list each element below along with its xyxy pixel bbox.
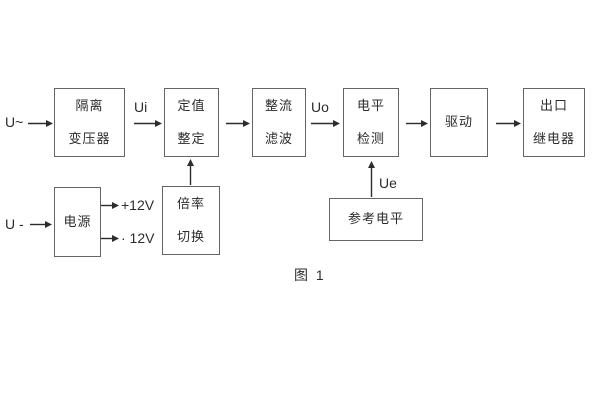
block-label: 隔离: [75, 97, 104, 113]
block-driver: 驱动: [430, 88, 488, 157]
arrow-plus12v: [101, 202, 119, 209]
block-value-setting: 定值 整定: [164, 88, 219, 157]
label-uo: Uo: [311, 99, 329, 115]
block-level-detector: 电平 检测: [343, 88, 399, 157]
label-dc-input: U -: [5, 216, 24, 232]
block-reference-level: 参考电平: [329, 198, 423, 241]
label-ui: Ui: [134, 99, 148, 115]
block-label: 检测: [356, 131, 385, 146]
block-output-relay: 出口 继电器: [523, 88, 585, 157]
block-label: 电源: [63, 213, 92, 229]
arrow-ac-input: [28, 120, 53, 127]
block-label: 参考电平: [347, 211, 404, 227]
block-power-supply: 电源: [54, 187, 101, 257]
arrow-ue: [368, 161, 375, 197]
figure-caption: 图 1: [294, 267, 326, 283]
arrow-ui: [134, 120, 162, 127]
arrow-minus12v: [101, 235, 119, 242]
block-label: 出口: [539, 97, 568, 113]
arrow-detector-to-driver: [406, 120, 428, 127]
block-label: 整定: [177, 131, 206, 146]
arrow-ratio-to-setting: [187, 159, 194, 185]
block-label: 变压器: [68, 131, 111, 146]
block-label: 切换: [176, 229, 205, 244]
arrow-dc-input: [30, 221, 52, 228]
arrow-uo: [311, 120, 340, 127]
block-label: 定值: [177, 97, 206, 113]
block-rectifier-filter: 整流 滤波: [252, 88, 306, 157]
block-label: 倍率: [176, 195, 205, 211]
block-ratio-switch: 倍率 切换: [162, 186, 220, 255]
block-label: 滤波: [264, 131, 293, 146]
arrow-setting-to-rectifier: [226, 120, 250, 127]
label-ue: Ue: [379, 175, 397, 191]
block-label: 电平: [356, 97, 385, 113]
block-label: 驱动: [444, 114, 473, 130]
label-plus12v: +12V: [121, 197, 155, 213]
label-ac-input: U~: [5, 114, 24, 130]
arrow-driver-to-relay: [496, 120, 521, 127]
label-minus12v: · 12V: [121, 230, 155, 246]
block-label: 继电器: [532, 131, 575, 146]
block-label: 整流: [264, 97, 293, 113]
block-isolation-transformer: 隔离 变压器: [54, 88, 125, 157]
